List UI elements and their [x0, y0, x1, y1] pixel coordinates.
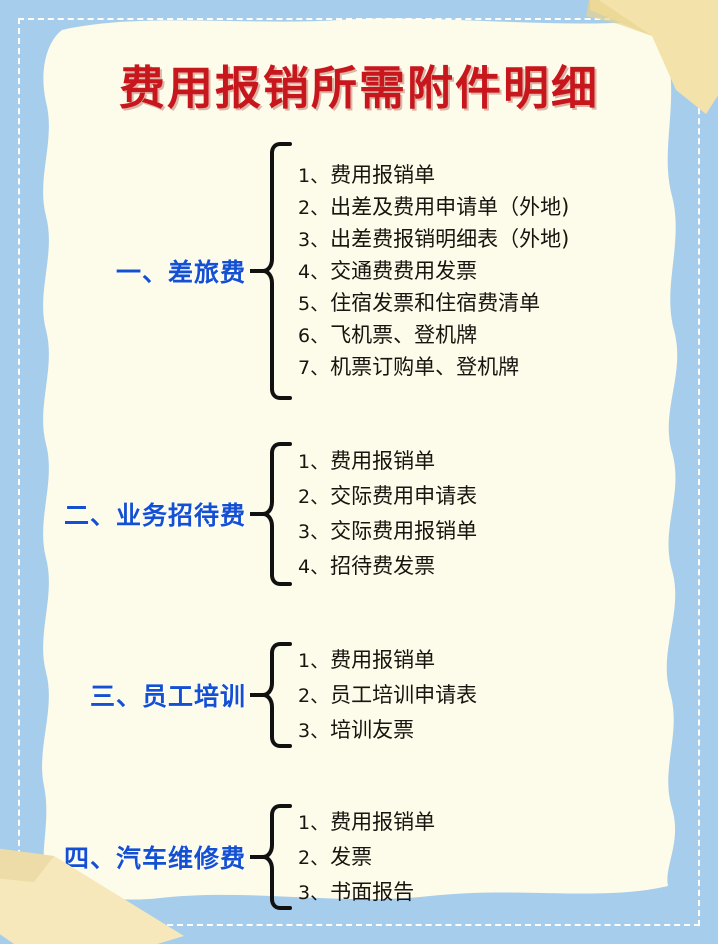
item-number: 2、	[298, 196, 330, 219]
item-number: 3、	[298, 719, 330, 742]
list-item: 2、发票	[298, 844, 435, 869]
item-number: 7、	[298, 356, 330, 379]
item-list: 1、费用报销单 2、出差及费用申请单（外地) 3、出差费报销明细表（外地) 4、…	[294, 159, 569, 383]
item-number: 3、	[298, 228, 330, 251]
item-text: 机票订购单、登机牌	[330, 354, 520, 379]
section-travel-expense: 一、差旅费 1、费用报销单 2、出差及费用申请单（外地) 3、出差费报销明细表（…	[0, 140, 718, 402]
brace-connector	[250, 440, 294, 588]
item-text: 出差费报销明细表（外地)	[330, 226, 570, 251]
list-item: 3、书面报告	[298, 879, 435, 904]
list-item: 4、招待费发票	[298, 556, 477, 577]
brace-connector	[250, 140, 294, 402]
item-number: 1、	[298, 811, 330, 834]
item-text: 费用报销单	[330, 809, 436, 834]
section-vehicle-maintenance: 四、汽车维修费 1、费用报销单 2、发票 3、书面报告	[0, 802, 718, 912]
item-number: 2、	[298, 684, 330, 707]
tape-bottom-left-icon	[0, 848, 184, 944]
list-item: 2、交际费用申请表	[298, 486, 477, 507]
section-label: 二、业务招待费	[63, 501, 246, 530]
section-label: 一、差旅费	[115, 258, 246, 287]
item-list: 1、费用报销单 2、发票 3、书面报告	[294, 805, 435, 910]
section-business-entertainment: 二、业务招待费 1、费用报销单 2、交际费用申请表 3、交际费用报销单 4、招待…	[0, 440, 718, 588]
item-text: 出差及费用申请单（外地)	[330, 194, 570, 219]
item-text: 培训友票	[330, 717, 415, 742]
list-item: 2、员工培训申请表	[298, 682, 478, 707]
list-item: 7、机票订购单、登机牌	[298, 354, 569, 379]
section-label: 三、员工培训	[89, 682, 246, 711]
list-item: 1、费用报销单	[298, 809, 436, 834]
item-list: 1、费用报销单 2、员工培训申请表 3、培训友票	[294, 643, 477, 748]
section-employee-training: 三、员工培训 1、费用报销单 2、员工培训申请表 3、培训友票	[0, 640, 718, 750]
item-number: 1、	[298, 164, 330, 187]
list-item: 3、交际费用报销单	[298, 521, 477, 542]
item-text: 住宿发票和住宿费清单	[330, 290, 541, 315]
item-number: 2、	[298, 486, 330, 508]
item-list: 1、费用报销单 2、交际费用申请表 3、交际费用报销单 4、招待费发票	[294, 444, 477, 584]
list-item: 6、飞机票、登机牌	[298, 322, 569, 347]
item-number: 3、	[298, 881, 330, 904]
tape-top-right-icon	[586, 0, 718, 114]
item-number: 6、	[298, 324, 330, 347]
item-number: 5、	[298, 292, 330, 315]
list-item: 3、培训友票	[298, 717, 477, 742]
list-item: 1、费用报销单	[298, 451, 477, 472]
item-text: 费用报销单	[330, 162, 436, 187]
item-number: 3、	[298, 521, 330, 543]
item-text: 发票	[330, 844, 373, 869]
item-text: 飞机票、登机牌	[330, 322, 478, 347]
item-text: 员工培训申请表	[330, 682, 478, 707]
item-number: 4、	[298, 260, 330, 283]
brace-connector	[250, 802, 294, 912]
list-item: 2、出差及费用申请单（外地)	[298, 194, 570, 219]
list-item: 1、费用报销单	[298, 647, 477, 672]
item-number: 2、	[298, 846, 330, 869]
item-number: 1、	[298, 649, 330, 672]
item-text: 交通费费用发票	[330, 258, 478, 283]
list-item: 1、费用报销单	[298, 162, 569, 187]
list-item: 4、交通费费用发票	[298, 258, 569, 283]
brace-connector	[250, 640, 294, 750]
item-text: 招待费发票	[330, 554, 436, 578]
item-text: 交际费用报销单	[330, 519, 478, 543]
list-item: 5、住宿发票和住宿费清单	[298, 290, 569, 315]
section-label: 四、汽车维修费	[63, 844, 246, 873]
item-text: 交际费用申请表	[330, 484, 478, 508]
item-text: 费用报销单	[330, 449, 436, 473]
item-text: 费用报销单	[330, 647, 436, 672]
item-number: 1、	[298, 451, 330, 473]
page-title: 费用报销所需附件明细	[119, 61, 599, 115]
item-number: 4、	[298, 556, 330, 578]
item-text: 书面报告	[330, 879, 415, 904]
list-item: 3、出差费报销明细表（外地)	[298, 226, 570, 251]
